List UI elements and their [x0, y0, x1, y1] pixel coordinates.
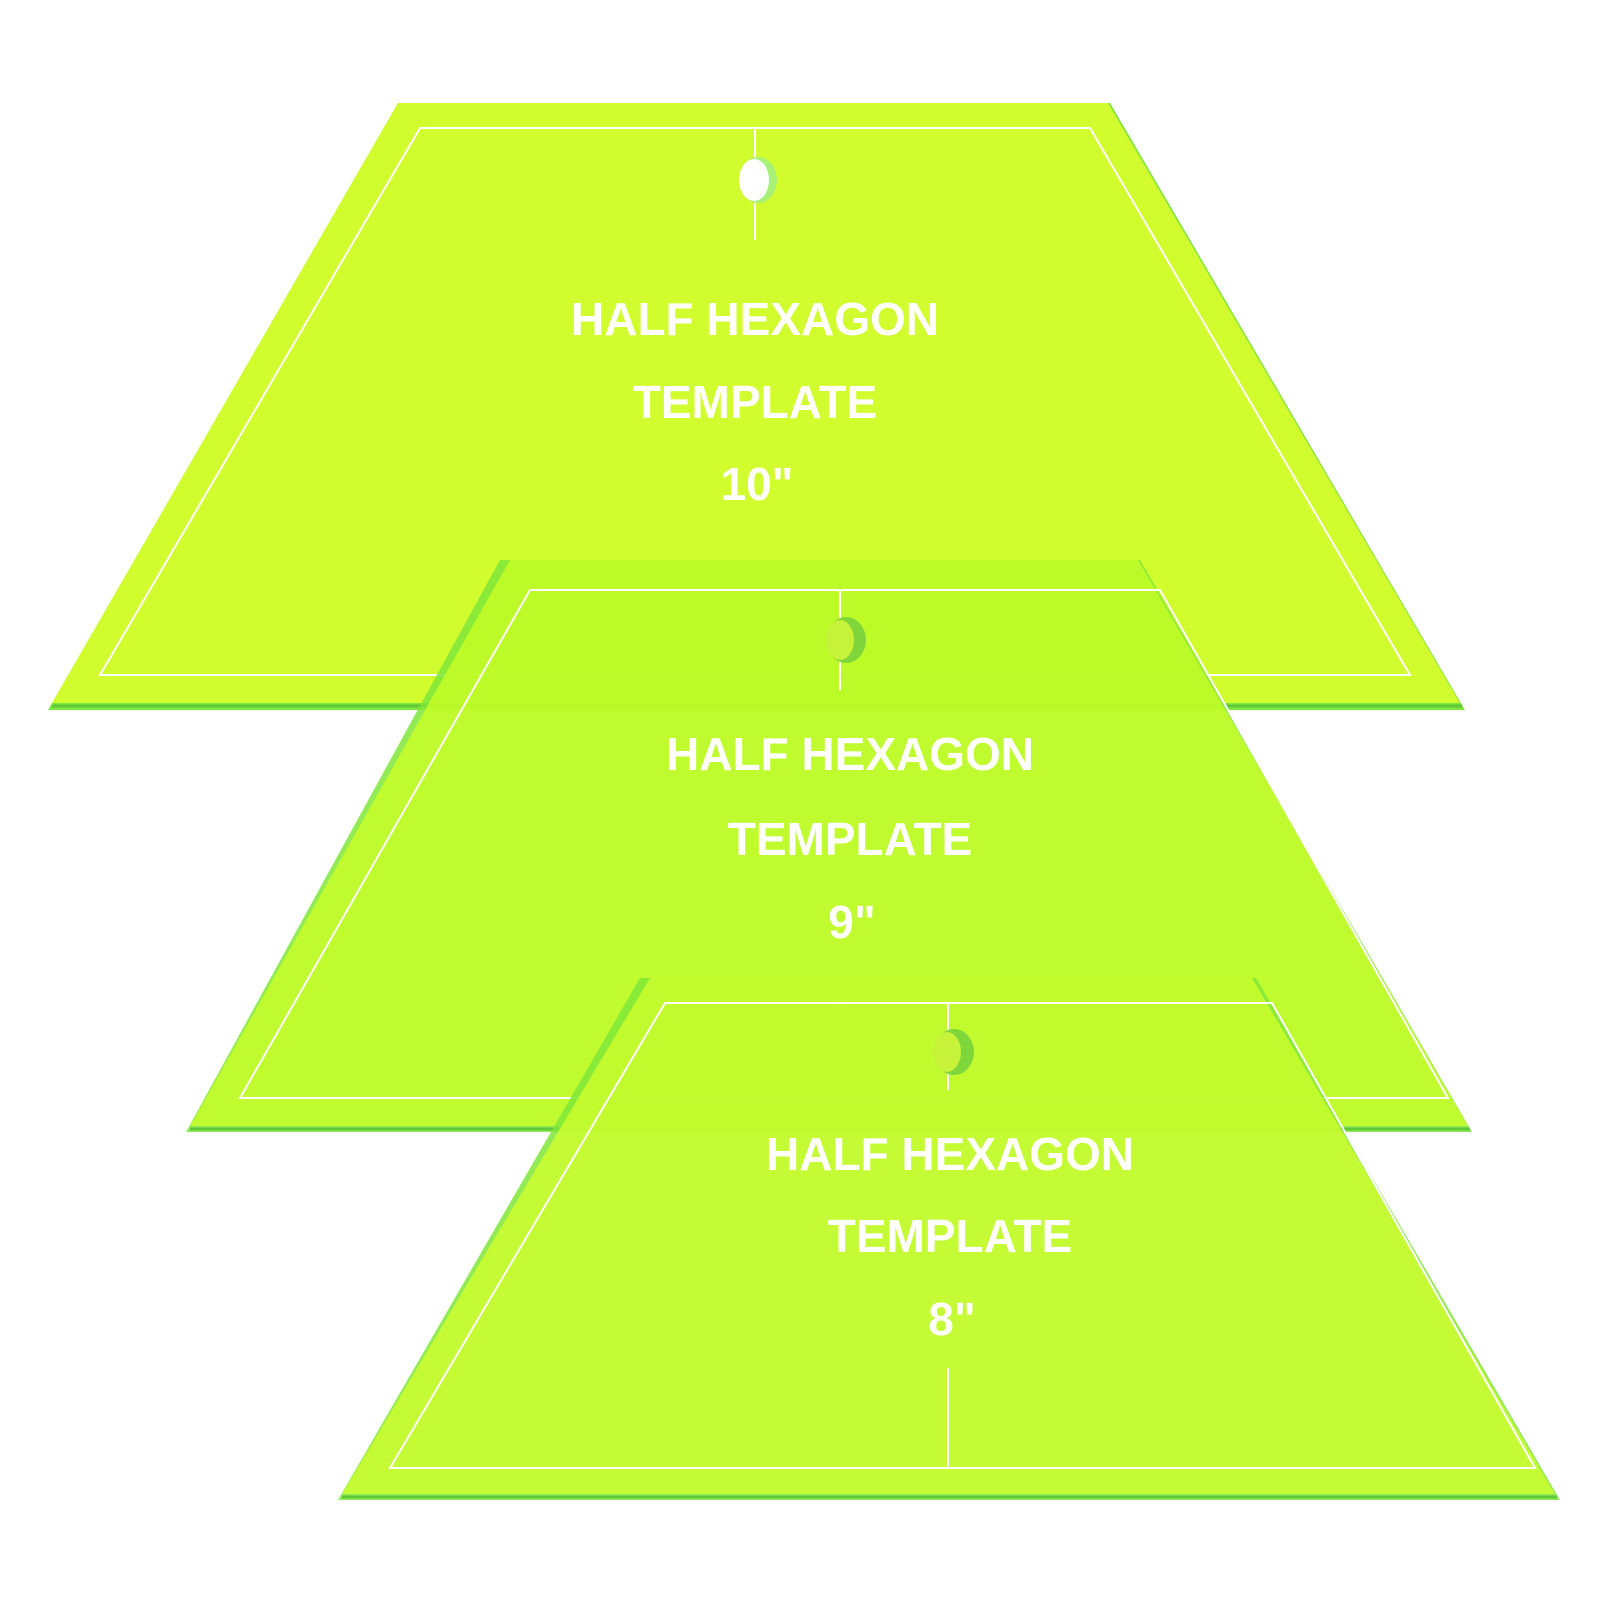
template-title-line2: TEMPLATE	[828, 1210, 1072, 1262]
template-title-line2: TEMPLATE	[633, 376, 877, 428]
template-title-line1: HALF HEXAGON	[666, 728, 1034, 780]
template-10-inch: HALF HEXAGON TEMPLATE 10"	[48, 103, 1465, 710]
template-title-line1: HALF HEXAGON	[571, 293, 939, 345]
seam-guide-line	[388, 1002, 1537, 1469]
template-size-label: 8"	[928, 1293, 975, 1345]
template-size-label: 10"	[721, 458, 794, 510]
seam-guide-line	[98, 127, 1412, 676]
seam-guide-line	[238, 589, 1450, 1099]
template-8-inch: HALF HEXAGON TEMPLATE 8"	[338, 978, 1560, 1500]
template-title-line2: TEMPLATE	[728, 813, 972, 865]
template-title-line1: HALF HEXAGON	[766, 1128, 1134, 1180]
template-size-label: 9"	[828, 896, 875, 948]
